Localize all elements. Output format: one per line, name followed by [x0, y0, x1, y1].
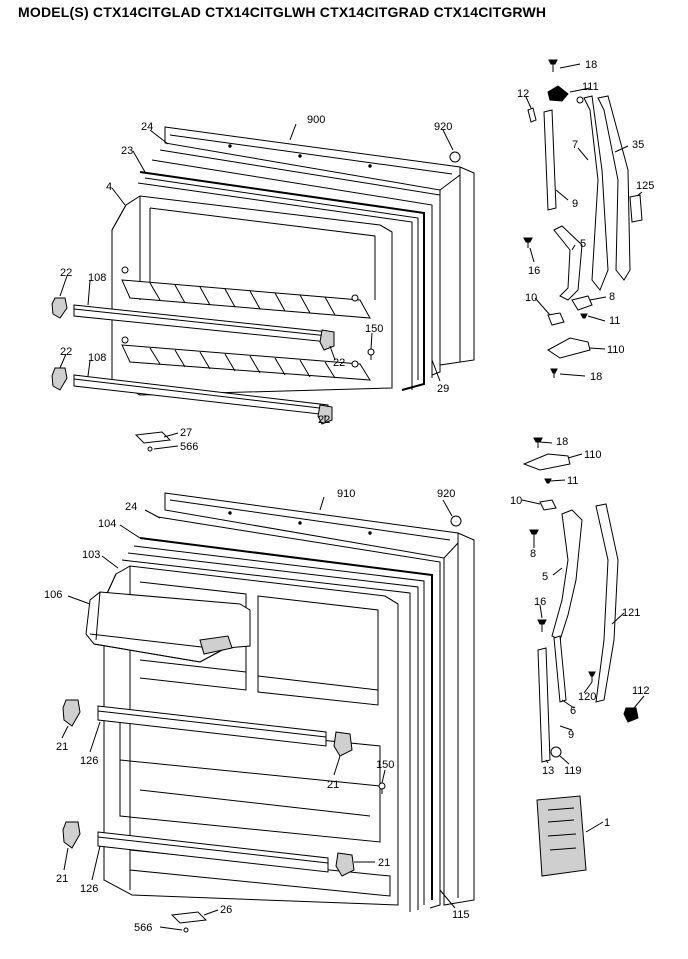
- callout-26: 26: [220, 904, 232, 916]
- callout-8-bottom: 8: [530, 548, 536, 560]
- callout-121: 121: [622, 607, 640, 619]
- callout-21-a: 21: [56, 741, 68, 753]
- callout-1: 1: [604, 817, 610, 829]
- shelf-rails-108: [73, 304, 329, 416]
- callout-566-top: 566: [180, 441, 198, 453]
- callout-21-d: 21: [378, 857, 390, 869]
- callout-125: 125: [636, 180, 654, 192]
- callout-21-b: 21: [327, 779, 339, 791]
- callout-900: 900: [307, 114, 325, 126]
- gasket-frames-24-23: [137, 149, 441, 391]
- callout-920-bottom: 920: [437, 488, 455, 500]
- callout-23: 23: [121, 145, 133, 157]
- callout-7: 7: [572, 139, 578, 151]
- callout-112: 112: [632, 685, 650, 697]
- door-fasteners-lower: [170, 782, 386, 933]
- callout-119: 119: [564, 765, 582, 777]
- callout-108-a: 108: [88, 272, 106, 284]
- callout-10-bottom: 10: [510, 495, 522, 507]
- callout-126-b: 126: [80, 883, 98, 895]
- callout-111: 111: [582, 81, 599, 93]
- callout-22-d: 22: [318, 414, 330, 426]
- callout-150-top: 150: [365, 323, 383, 335]
- rail-clips-21: [62, 699, 355, 877]
- callout-106: 106: [44, 589, 62, 601]
- gasket-frames-24-104: [121, 516, 441, 912]
- diagram-title: MODEL(S) CTX14CITGLAD CTX14CITGLWH CTX14…: [18, 4, 547, 20]
- fresh-food-door-leaders: [61, 496, 456, 931]
- callout-24-bottom: 24: [125, 501, 137, 513]
- callout-29: 29: [437, 383, 449, 395]
- callout-13: 13: [542, 765, 554, 777]
- callout-16-bottom: 16: [534, 596, 546, 608]
- dairy-compartment-106: [85, 591, 251, 663]
- door-fasteners: [134, 348, 375, 452]
- freezer-hinge-parts: [523, 59, 643, 378]
- callout-11-bottom: 11: [567, 475, 578, 487]
- callout-24-top: 24: [141, 121, 153, 133]
- callout-103: 103: [82, 549, 100, 561]
- callout-18-top-a: 18: [585, 59, 597, 71]
- fresh-food-hinge-leaders: [521, 441, 645, 833]
- freezer-door-leaders: [59, 123, 454, 450]
- callout-910: 910: [337, 488, 355, 500]
- callout-16-top: 16: [528, 265, 540, 277]
- callout-126-a: 126: [80, 755, 98, 767]
- outer-door-panel-910: [164, 492, 475, 906]
- callout-22-b: 22: [60, 346, 72, 358]
- callout-35: 35: [632, 139, 644, 151]
- bin-rails-126: [97, 705, 329, 873]
- callout-27: 27: [180, 427, 192, 439]
- callout-18-top-b: 18: [590, 371, 602, 383]
- callout-120: 120: [578, 691, 596, 703]
- callout-18-bottom: 18: [556, 436, 568, 448]
- callout-9-top: 9: [572, 198, 578, 210]
- callout-110-bottom: 110: [584, 449, 602, 461]
- callout-10-top: 10: [525, 292, 537, 304]
- callout-5-top: 5: [580, 238, 586, 250]
- callout-22-c: 22: [333, 357, 345, 369]
- rail-clips-22: [51, 297, 335, 425]
- callout-920-top: 920: [434, 121, 452, 133]
- callout-150-bottom: 150: [376, 759, 394, 771]
- callout-11-top: 11: [609, 315, 620, 327]
- callout-4: 4: [106, 181, 112, 193]
- callout-104: 104: [98, 518, 116, 530]
- callout-108-b: 108: [88, 352, 106, 364]
- freezer-hinge-leaders: [525, 63, 643, 377]
- fresh-food-hinge-parts: [522, 437, 639, 877]
- fresh-food-door-assembly: [62, 492, 475, 933]
- callout-21-c: 21: [56, 873, 68, 885]
- callout-8-top: 8: [609, 291, 615, 303]
- freezer-door-assembly: [51, 126, 475, 452]
- callout-5-bottom: 5: [542, 571, 548, 583]
- callout-9-bottom: 9: [568, 729, 574, 741]
- inner-door-liner-4: [111, 195, 393, 396]
- callout-6: 6: [570, 705, 576, 717]
- callout-115: 115: [452, 909, 470, 921]
- callout-12: 12: [517, 88, 529, 100]
- callout-22-a: 22: [60, 267, 72, 279]
- callout-566-bottom: 566: [134, 922, 152, 934]
- callout-110-top: 110: [607, 344, 625, 356]
